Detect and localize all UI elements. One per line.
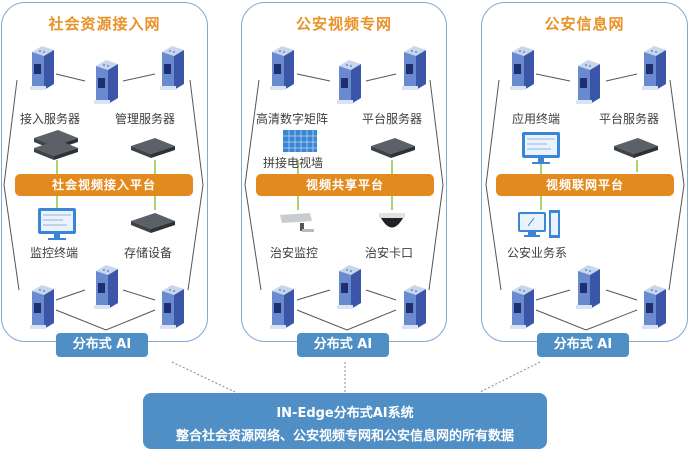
- panel-title: 社会资源接入网: [48, 15, 161, 33]
- label-application-terminal: 应用终端: [512, 112, 561, 126]
- server-icon: [642, 46, 666, 90]
- panel-title: 公安视频专网: [295, 15, 392, 33]
- storage-device-icon: [131, 213, 175, 233]
- in-edge-system-box: IN-Edge分布式AI系统 整合社会资源网络、公安视频专网和公安信息网的所有数…: [143, 393, 547, 449]
- server-icon: [30, 285, 54, 329]
- server-icon: [576, 265, 600, 309]
- workstation-icon: [518, 210, 560, 238]
- label-video-wall: 拼接电视墙: [263, 156, 324, 170]
- label-security-checkpoint: 治安卡口: [365, 246, 414, 260]
- system-title: IN-Edge分布式AI系统: [276, 406, 414, 421]
- access-server-device-icon: [34, 130, 78, 160]
- server-icon: [160, 46, 184, 90]
- dome-camera-icon: [379, 213, 405, 228]
- server-icon: [94, 265, 118, 309]
- server-icon: [642, 285, 666, 329]
- server-icon: [270, 285, 294, 329]
- application-terminal-icon: [522, 132, 560, 164]
- platform-server-device-icon: [614, 138, 658, 158]
- platform-bar: 社会视频接入平台: [15, 174, 193, 196]
- platform-bar: 视频联网平台: [496, 174, 674, 196]
- distributed-ai-badge: 分布式 AI: [56, 333, 148, 357]
- label-platform-server: 平台服务器: [362, 112, 423, 126]
- platform-bar: 视频共享平台: [256, 174, 434, 196]
- server-icon: [30, 46, 54, 90]
- label-access-server: 接入服务器: [20, 112, 81, 126]
- server-icon: [510, 285, 534, 329]
- security-camera-icon: [280, 213, 314, 232]
- server-icon: [160, 285, 184, 329]
- distributed-ai-badge: 分布式 AI: [297, 333, 389, 357]
- server-icon: [510, 46, 534, 90]
- server-icon: [576, 60, 600, 104]
- label-management-server: 管理服务器: [115, 112, 176, 126]
- label-hd-matrix: 高清数字矩阵: [256, 112, 329, 126]
- server-icon: [337, 60, 361, 104]
- label-storage-device: 存储设备: [124, 246, 173, 260]
- management-server-device-icon: [131, 138, 175, 158]
- system-description: 整合社会资源网络、公安视频专网和公安信息网的所有数据: [175, 429, 514, 444]
- video-wall-icon: [283, 130, 317, 152]
- platform-server-device-icon: [371, 138, 415, 158]
- monitor-terminal-icon: [38, 208, 76, 240]
- server-icon: [402, 46, 426, 90]
- label-public-security-monitoring: 治安监控: [270, 246, 319, 260]
- label-platform-server: 平台服务器: [599, 112, 660, 126]
- label-police-business-system: 公安业务系: [507, 246, 568, 260]
- distributed-ai-badge: 分布式 AI: [537, 333, 629, 357]
- server-icon: [270, 46, 294, 90]
- server-icon: [337, 265, 361, 309]
- server-icon: [94, 60, 118, 104]
- server-icon: [402, 285, 426, 329]
- panel-title: 公安信息网: [544, 15, 625, 33]
- label-monitor-terminal: 监控终端: [30, 246, 79, 260]
